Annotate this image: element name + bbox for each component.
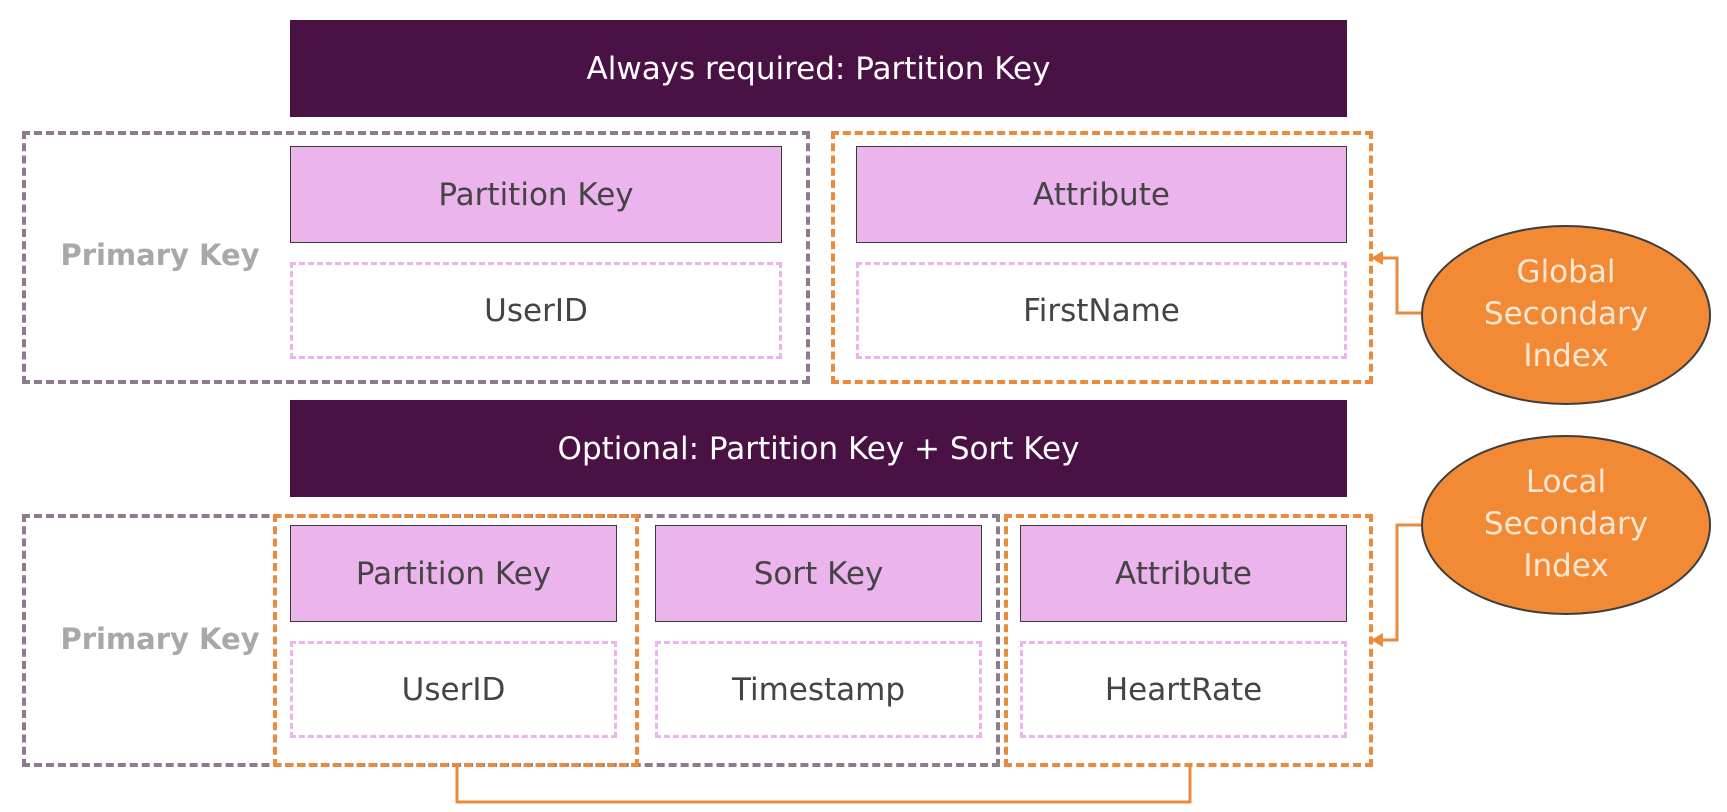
lsi-bottom-bracket: [455, 767, 1192, 804]
banner-optional-text: Optional: Partition Key + Sort Key: [557, 430, 1080, 467]
value-firstname: FirstName: [856, 262, 1347, 359]
value-timestamp-text: Timestamp: [731, 671, 906, 708]
lsi-group-attribute: [1004, 514, 1373, 767]
banner-optional: Optional: Partition Key + Sort Key: [290, 400, 1347, 497]
lsi-line-2: Secondary: [1483, 506, 1649, 543]
header-attribute: Attribute: [856, 146, 1347, 243]
lsi-group-partition: [273, 514, 639, 767]
gsi-connector-line: [1380, 256, 1421, 315]
lsi-connector-line: [1380, 523, 1421, 642]
header-partition-key: Partition Key: [290, 146, 782, 243]
gsi-group: [831, 131, 1373, 384]
value-userid-2-text: UserID: [401, 671, 506, 708]
header-sort-key: Sort Key: [655, 525, 982, 622]
gsi-line-3: Index: [1523, 337, 1609, 374]
primary-key-group-simple: [22, 131, 810, 384]
header-attribute-2-text: Attribute: [1115, 555, 1252, 592]
header-attribute-text: Attribute: [1033, 176, 1170, 213]
global-secondary-index-oval: Global Secondary Index: [1421, 225, 1711, 405]
lsi-arrowhead-icon: [1371, 633, 1383, 647]
value-userid: UserID: [290, 262, 782, 359]
header-partition-key-text: Partition Key: [438, 176, 634, 213]
banner-always-required: Always required: Partition Key: [290, 20, 1347, 117]
value-timestamp: Timestamp: [655, 641, 982, 738]
gsi-arrowhead-icon: [1371, 251, 1383, 265]
primary-key-label-composite: Primary Key: [40, 614, 280, 664]
gsi-line-1: Global: [1516, 254, 1616, 291]
header-partition-key-2: Partition Key: [290, 525, 617, 622]
value-userid-text: UserID: [484, 292, 588, 329]
header-partition-key-2-text: Partition Key: [355, 555, 552, 592]
gsi-line-2: Secondary: [1483, 296, 1649, 333]
value-userid-2: UserID: [290, 641, 617, 738]
value-firstname-text: FirstName: [1023, 292, 1180, 329]
value-heartrate-text: HeartRate: [1104, 671, 1263, 708]
local-secondary-index-oval: Local Secondary Index: [1421, 435, 1711, 615]
header-sort-key-text: Sort Key: [753, 555, 884, 592]
value-heartrate: HeartRate: [1020, 641, 1347, 738]
lsi-line-3: Index: [1523, 547, 1609, 584]
primary-key-label-simple: Primary Key: [40, 230, 280, 280]
primary-key-label-text-2: Primary Key: [60, 622, 260, 656]
lsi-line-1: Local: [1525, 464, 1607, 501]
header-attribute-2: Attribute: [1020, 525, 1347, 622]
primary-key-label-text: Primary Key: [60, 238, 260, 272]
banner-always-required-text: Always required: Partition Key: [586, 50, 1051, 87]
